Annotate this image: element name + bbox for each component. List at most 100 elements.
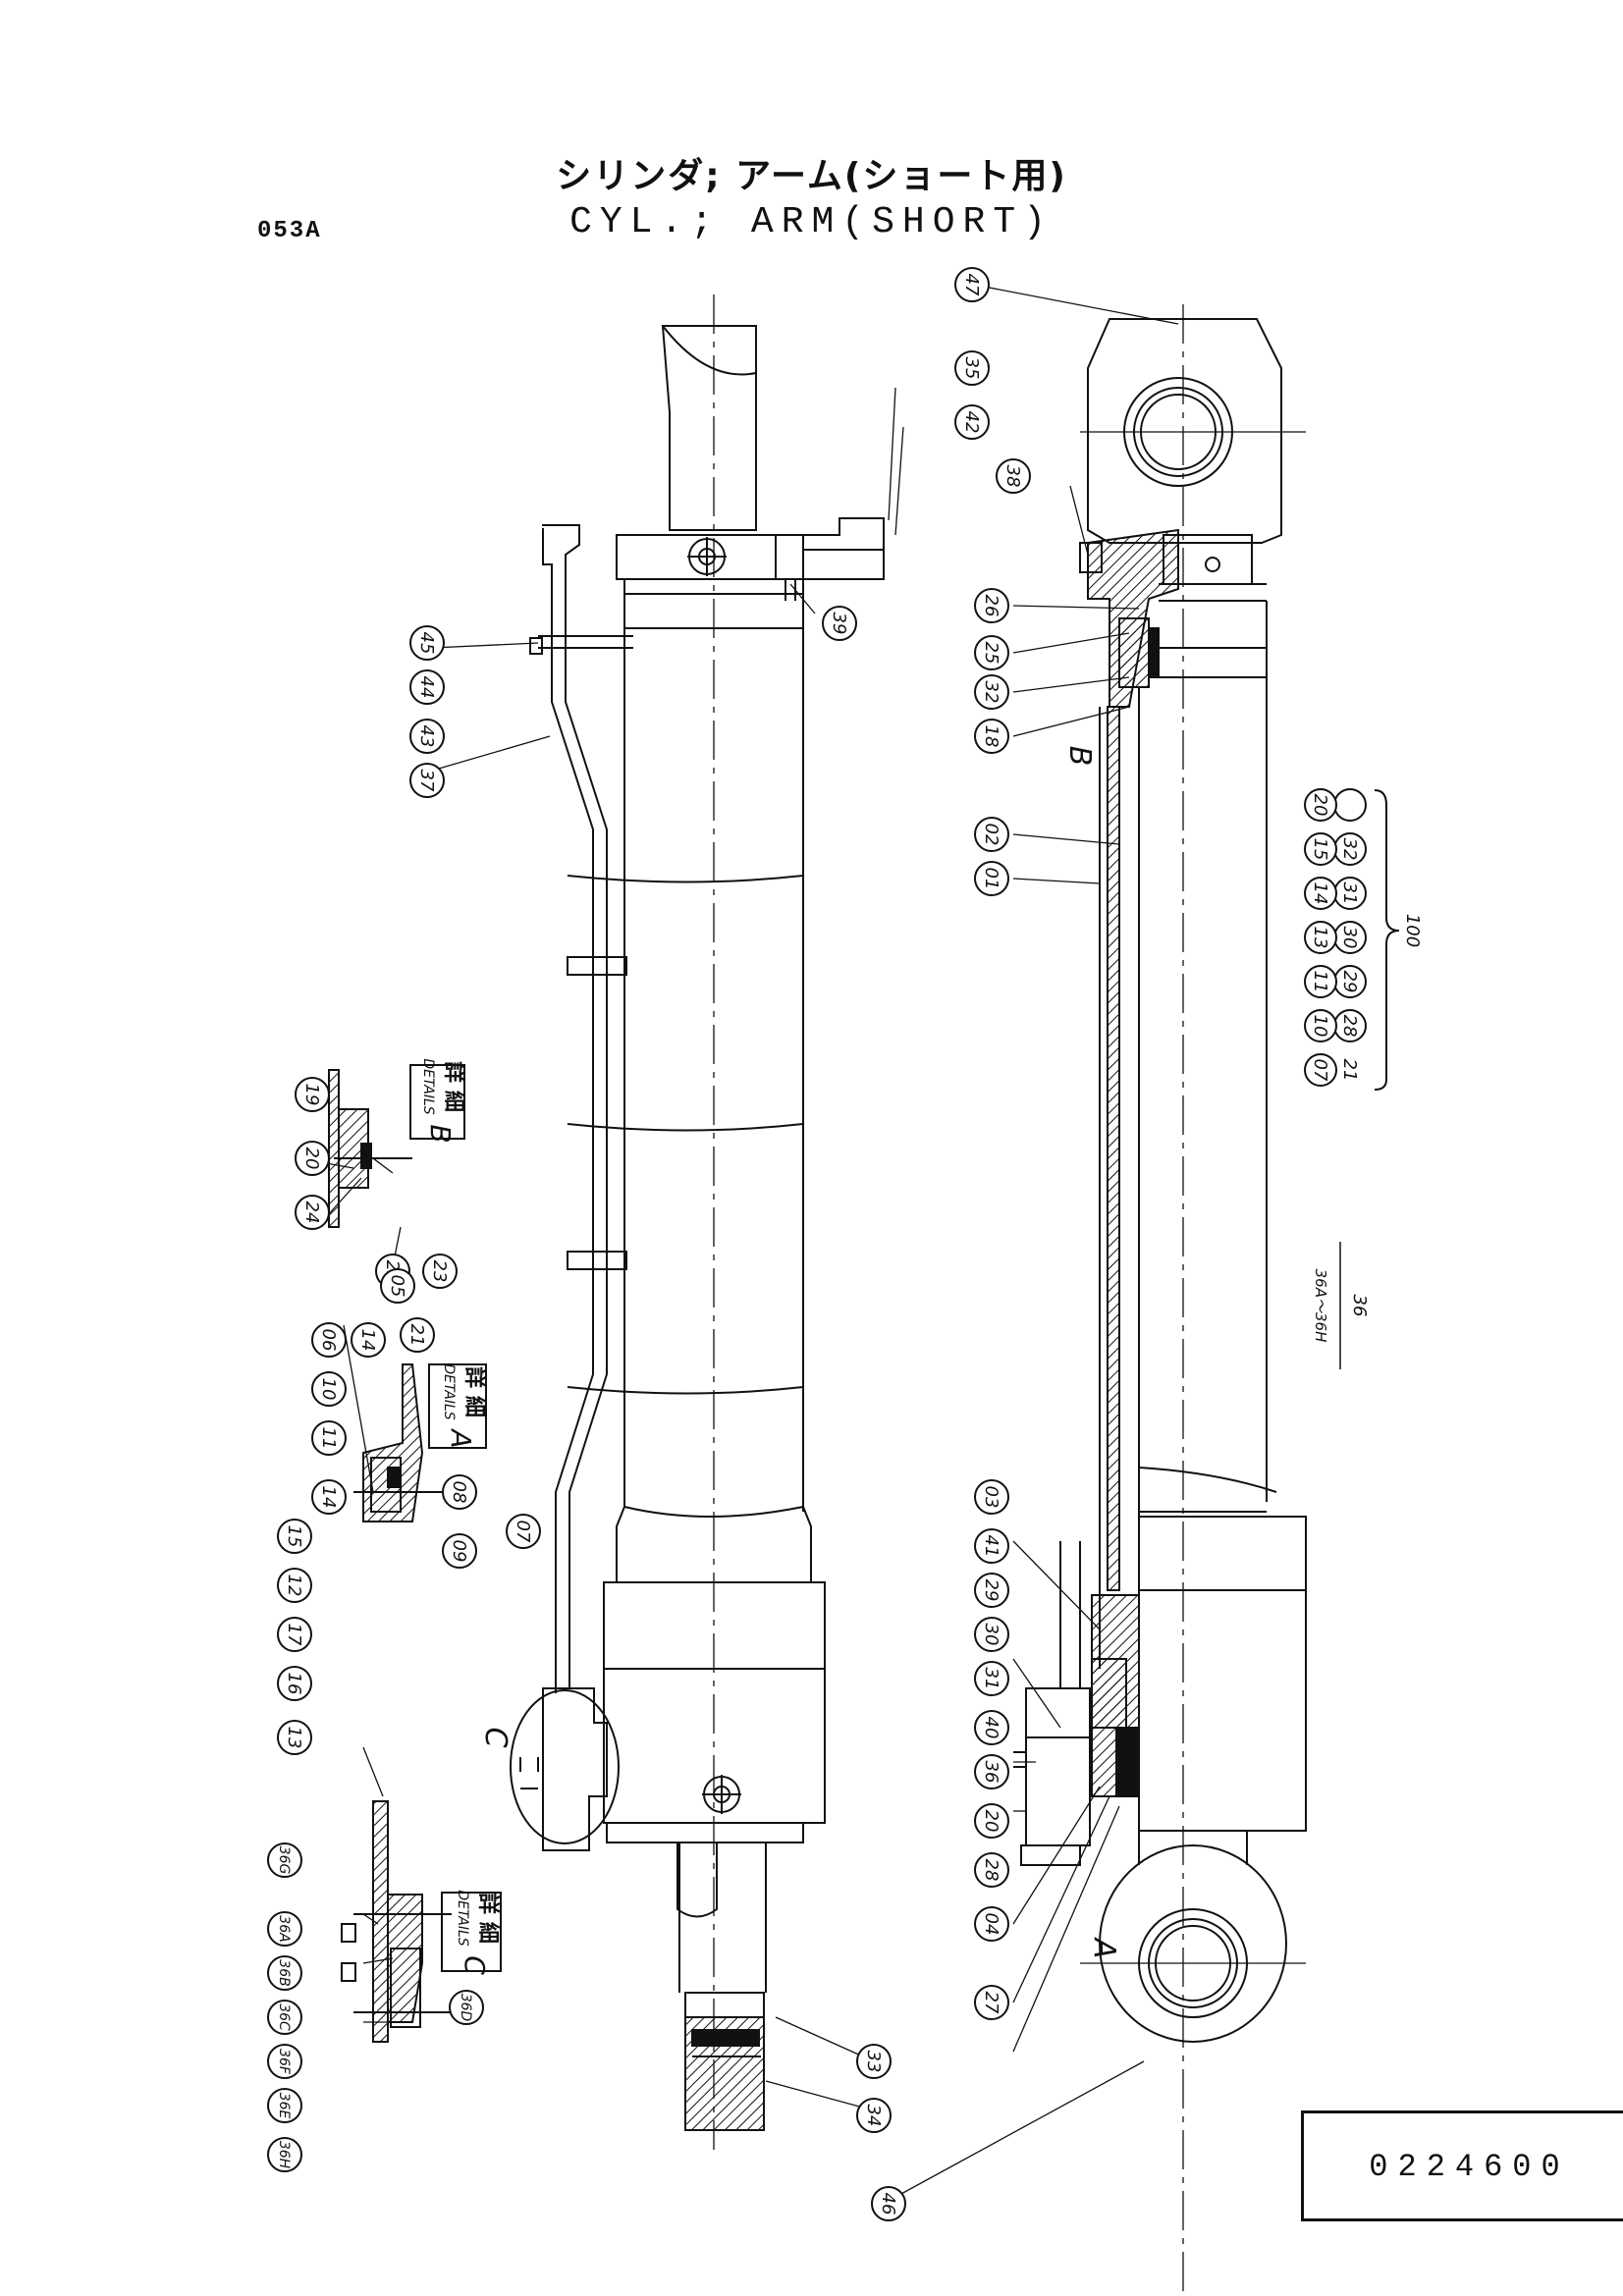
callout-28: 28: [974, 1852, 1009, 1888]
callout-label: 27: [981, 1992, 1001, 2014]
callout-label: 36F: [276, 2049, 292, 2075]
detail-en: DETAILS: [441, 1363, 457, 1419]
callout-29: 29: [974, 1573, 1009, 1608]
callout-label: 28: [981, 1859, 1001, 1882]
callout-12: 12: [277, 1568, 312, 1603]
kit-item: 29: [1339, 971, 1360, 993]
callout-46: 46: [871, 2186, 906, 2221]
title-japanese: シリンダ; アーム(ショート用): [556, 156, 1067, 196]
detail-b-drawing: [328, 1064, 465, 1228]
callout-label: 36D: [458, 1994, 473, 2022]
callout-05: 05: [380, 1268, 415, 1304]
callout-44: 44: [409, 669, 445, 705]
callout-label: 11: [318, 1427, 339, 1450]
callout-label: 01: [981, 868, 1001, 890]
callout-label: 12: [284, 1575, 304, 1597]
callout-27: 27: [974, 1985, 1009, 2020]
title-english: CYL.; ARM(SHORT): [569, 201, 1054, 243]
kit-item: 07: [1310, 1059, 1330, 1082]
callout-label: 19: [301, 1084, 322, 1106]
kit-item: 28: [1339, 1015, 1360, 1038]
callout-label: 33: [863, 2051, 884, 2073]
callout-36: 36: [974, 1754, 1009, 1789]
section-marker-b: B: [1062, 746, 1097, 767]
callout-24: 24: [295, 1195, 330, 1230]
callout-39: 39: [822, 606, 857, 641]
callout-label: 30: [981, 1624, 1001, 1646]
section-code: 053A: [257, 218, 322, 244]
callout-15: 15: [277, 1519, 312, 1554]
callout-36F: 36F: [267, 2044, 302, 2079]
callout-label: 37: [416, 770, 437, 792]
callout-label: 15: [284, 1525, 304, 1548]
callout-11: 11: [311, 1420, 347, 1456]
callout-42: 42: [954, 404, 990, 440]
callout-36H: 36H: [267, 2137, 302, 2172]
section-marker-c: C: [478, 1728, 513, 1748]
callout-25: 25: [974, 635, 1009, 670]
callout-20: 20: [295, 1141, 330, 1176]
kit-item: 13: [1310, 927, 1330, 949]
callout-02: 02: [974, 817, 1009, 852]
callout-20-lower: 20: [974, 1803, 1009, 1839]
callout-09: 09: [442, 1533, 477, 1569]
kit-group-number: 100: [1402, 914, 1423, 947]
callout-30: 30: [974, 1617, 1009, 1652]
callout-label: 20: [301, 1148, 322, 1170]
cylinder-external-view: [510, 294, 885, 2150]
callout-label: 05: [387, 1275, 407, 1298]
detail-letter: A: [445, 1427, 477, 1448]
callout-label: 36H: [276, 2141, 292, 2169]
callout-label: 45: [416, 632, 437, 655]
callout-35: 35: [954, 350, 990, 386]
callout-label: 25: [981, 642, 1001, 665]
kit-item: 10: [1310, 1015, 1330, 1038]
callout-label: 36B: [276, 1959, 292, 1986]
callout-label: 35: [961, 357, 982, 380]
callout-06: 06: [311, 1322, 347, 1358]
callout-label: 47: [961, 274, 982, 296]
callout-37: 37: [409, 763, 445, 798]
callout-13: 13: [277, 1720, 312, 1755]
callout-label: 36G: [276, 1846, 292, 1875]
callout-07: 07: [506, 1514, 541, 1549]
callout-14-lower: 14: [311, 1479, 347, 1515]
callout-23: 23: [422, 1254, 458, 1289]
detail-jp: 詳 細: [475, 1893, 501, 1944]
callout-label: 43: [416, 725, 437, 748]
detail-letter: B: [424, 1124, 457, 1143]
detail-jp: 詳 細: [461, 1366, 487, 1417]
kit-item: 14: [1310, 882, 1330, 905]
callout-label: 03: [981, 1486, 1001, 1509]
callout-label: 36: [981, 1761, 1001, 1784]
callout-38: 38: [996, 458, 1031, 494]
callout-label: 36C: [276, 2003, 292, 2031]
callout-33: 33: [856, 2044, 892, 2079]
callout-label: 06: [318, 1329, 339, 1352]
cylinder-section-view: [1013, 304, 1307, 2296]
callout-04: 04: [974, 1906, 1009, 1942]
callout-label: 02: [981, 824, 1001, 846]
callout-label: 04: [981, 1913, 1001, 1936]
callout-18: 18: [974, 719, 1009, 754]
callout-08: 08: [442, 1474, 477, 1510]
detail-a-drawing: [353, 1363, 487, 1522]
callout-label: 09: [449, 1540, 469, 1563]
callout-label: 21: [406, 1324, 427, 1347]
group-36-number: 36: [1349, 1295, 1370, 1317]
callout-36B: 36B: [267, 1955, 302, 1991]
callout-label: 18: [981, 725, 1001, 748]
detail-letter: C: [459, 1955, 491, 1975]
kit-item: 21: [1339, 1059, 1360, 1082]
callout-16: 16: [277, 1666, 312, 1701]
kit-group-100: 07 21 10 28 11 29 13 30 14 31 15 32 20 1…: [1304, 788, 1423, 1091]
callout-43: 43: [409, 719, 445, 754]
callout-10: 10: [311, 1371, 347, 1407]
kit-item: 15: [1310, 838, 1330, 861]
callout-label: 29: [981, 1579, 1001, 1602]
kit-item: 20: [1310, 794, 1330, 817]
callout-label: 13: [284, 1727, 304, 1749]
detail-c-label: 詳 細 DETAILS C: [455, 1890, 501, 1975]
detail-en: DETAILS: [455, 1890, 470, 1946]
